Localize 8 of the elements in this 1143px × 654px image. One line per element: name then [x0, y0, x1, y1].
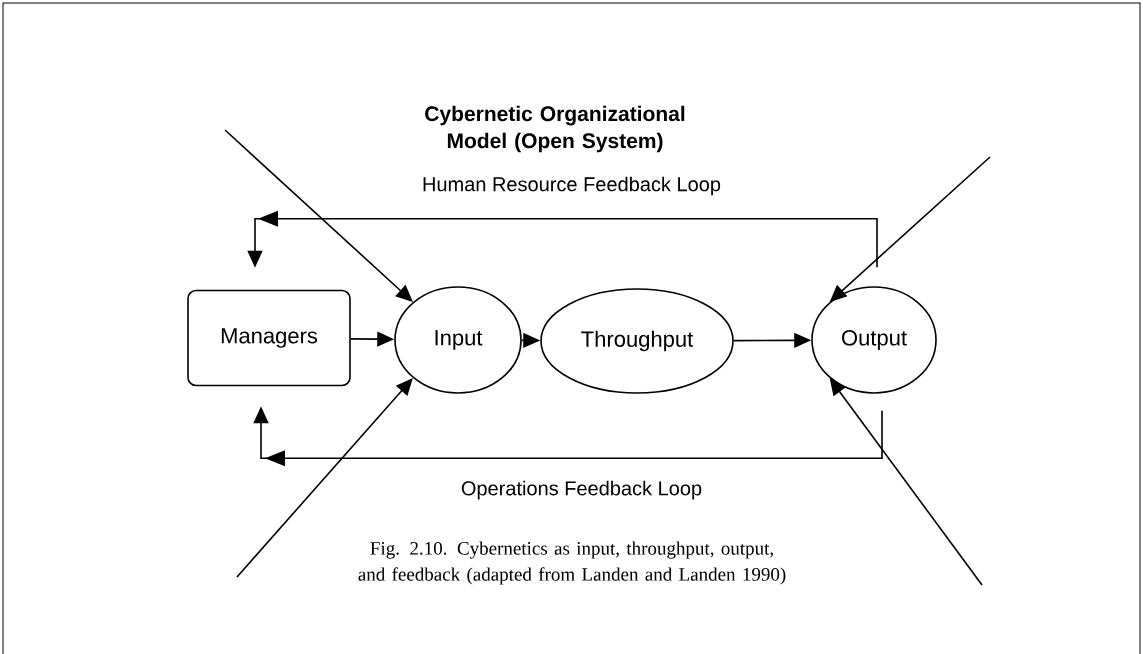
arrow — [224, 129, 413, 302]
edge-label: Operations Feedback Loop — [458, 478, 705, 502]
arrow — [236, 378, 413, 578]
title: Cybernetic Organizational Model (Open System) — [425, 105, 685, 153]
feedback-loop-arrow — [247, 210, 878, 268]
caption: Fig. 2.10. Cybernetics as input, throughput, output, and feedback (adapted from Landen and Landen 1990) — [358, 541, 786, 585]
edge-label: Human Resource Feedback Loop — [420, 174, 724, 198]
process-box: Managers — [187, 289, 351, 387]
